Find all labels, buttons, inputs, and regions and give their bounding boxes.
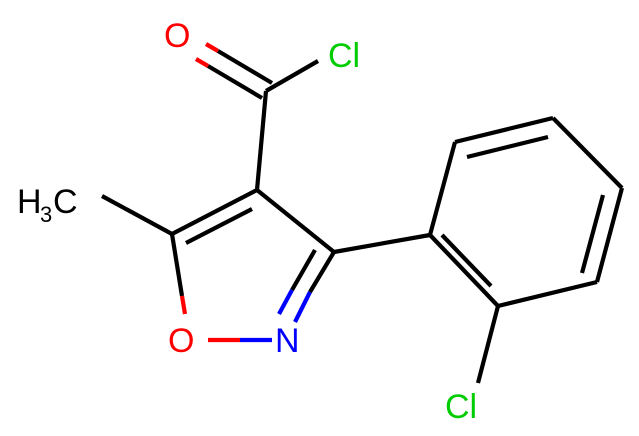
aryl-bond-6 — [428, 233, 500, 308]
n2-c3-inner-blue — [277, 288, 294, 316]
c4-c5-double-bond-inner — [185, 207, 253, 245]
aryl-chlorine-label: Cl — [445, 388, 477, 426]
c5-o1-bond-red — [179, 295, 188, 315]
acyl-c-cl-bond — [264, 59, 320, 93]
methyl-bond — [100, 194, 174, 236]
carbonyl-double-bond-line-2 — [216, 49, 274, 85]
aryl-bond-4 — [594, 187, 625, 283]
carbonyl-oxygen-bond-tip-1 — [194, 57, 210, 68]
acyl-chloride-group — [194, 42, 320, 191]
aryl-inner-2 — [466, 134, 549, 160]
chlorophenyl-ring — [333, 115, 625, 384]
aryl-bond-3 — [551, 116, 624, 190]
carbonyl-double-bond-line-1 — [206, 64, 264, 100]
acyl-chlorine-label: Cl — [328, 37, 360, 75]
aryl-c-cl-bond — [475, 305, 501, 384]
methyl-label-h: H — [17, 183, 42, 221]
c3-aryl-bond — [333, 232, 431, 255]
carbonyl-oxygen-label: O — [164, 17, 190, 55]
aryl-bond-5 — [497, 279, 598, 309]
methyl-label-subscript: 3 — [40, 202, 52, 227]
n2-c3-bond-blue — [293, 291, 312, 323]
ring-to-carbonyl-bond — [254, 90, 269, 191]
n2-c3-bond — [308, 250, 336, 294]
ring-oxygen-label: O — [168, 322, 194, 360]
aryl-inner-4 — [579, 194, 606, 274]
carbonyl-oxygen-bond-tip-2 — [204, 42, 220, 53]
aryl-inner-6 — [440, 233, 493, 288]
c4-c3-bond — [255, 188, 336, 254]
methyl-label-c: C — [53, 183, 78, 221]
c4-c5-bond — [171, 188, 258, 236]
ring-nitrogen-label: N — [275, 322, 300, 360]
c5-o1-bond — [169, 233, 185, 297]
aryl-bond-1 — [427, 141, 458, 236]
isoxazole-ring — [169, 188, 336, 343]
aryl-bond-2 — [454, 115, 554, 145]
n2-c3-inner — [290, 248, 317, 292]
